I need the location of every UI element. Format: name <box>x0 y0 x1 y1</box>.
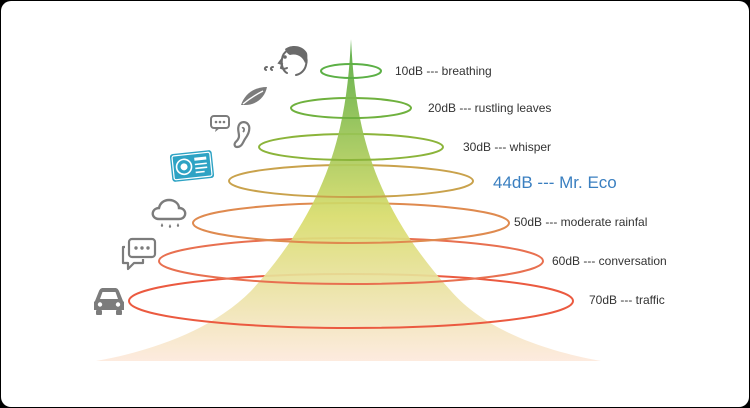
level-label-traffic: 70dB --- traffic <box>589 293 665 307</box>
ring-front-arcs <box>128 70 574 329</box>
ring-front-20db <box>290 107 412 119</box>
breathing-face-icon <box>263 45 308 76</box>
leaf-icon <box>241 87 267 105</box>
level-label-breathing: 10dB --- breathing <box>395 64 492 78</box>
level-label-mr-eco: 44dB --- Mr. Eco <box>493 173 617 192</box>
level-label-whisper: 30dB --- whisper <box>463 140 552 154</box>
ring-front-10db <box>320 70 382 79</box>
ring-front-50db <box>192 222 510 244</box>
level-label-moderate-rainfall: 50dB --- moderate rainfal <box>514 215 648 229</box>
level-label-conversation: 60dB --- conversation <box>552 254 667 268</box>
ring-front-70db <box>128 300 574 329</box>
conversation-icon <box>121 237 157 271</box>
ring-front-44db <box>228 180 474 198</box>
whisper-ear-icon <box>210 115 251 149</box>
ring-front-60db <box>158 260 544 285</box>
mr-eco-device-icon <box>169 150 215 182</box>
sound-cone <box>96 39 601 361</box>
rain-cloud-icon <box>151 198 187 228</box>
level-label-rustling-leaves: 20dB --- rustling leaves <box>428 101 552 115</box>
ring-front-30db <box>258 146 444 161</box>
car-icon <box>94 288 124 315</box>
